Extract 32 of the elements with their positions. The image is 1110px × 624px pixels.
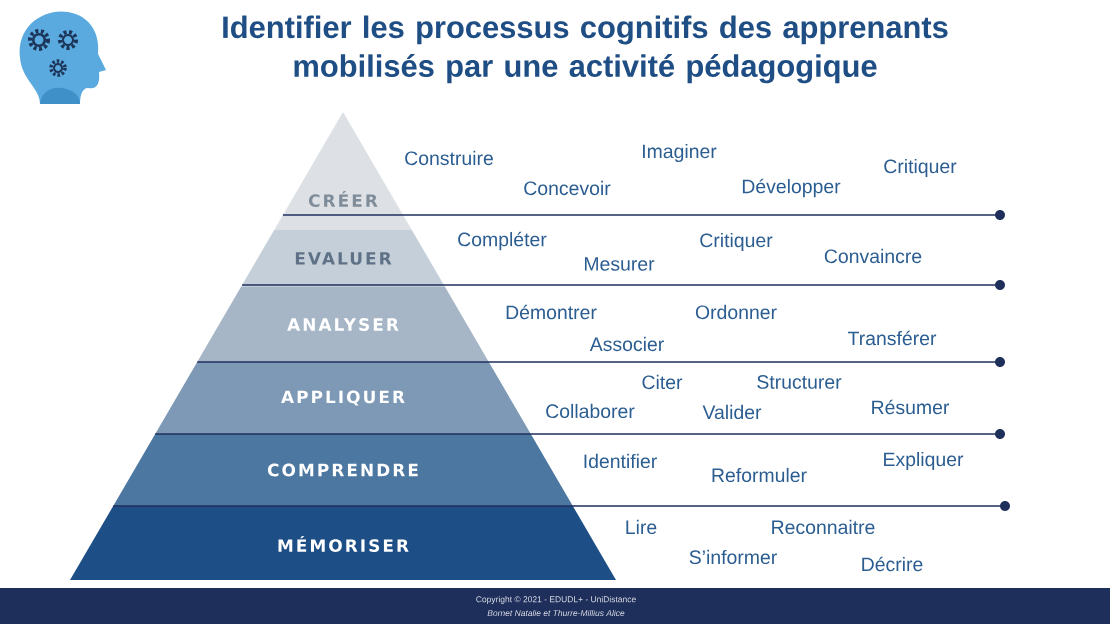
pyramid-level: APPLIQUER <box>155 362 531 434</box>
verb-label: S’informer <box>689 549 777 565</box>
author-text: Bornet Natalie et Thurre-Millius Alice <box>487 609 625 617</box>
verb-label: Reformuler <box>712 467 807 483</box>
verb-label: Concevoir <box>524 180 611 196</box>
verb-label: Transférer <box>848 330 937 346</box>
verb-label: Structurer <box>757 375 842 389</box>
verb-label: Résumer <box>872 399 950 415</box>
verb-label: Reconnaitre <box>772 519 875 535</box>
pyramid-level: MÉMORISER <box>70 506 616 580</box>
verb-label: Décrire <box>862 556 923 572</box>
verb-label: Lire <box>626 519 657 535</box>
verb-label: Expliquer <box>884 451 964 471</box>
verb-label: Identifier <box>584 453 657 469</box>
verb-label: Développer <box>742 178 841 198</box>
verb-label: Mesurer <box>584 257 655 271</box>
copyright-text: Copyright © 2021 - EDUDL+ - UniDistance <box>476 596 636 604</box>
verb-label: Convaincre <box>824 248 922 264</box>
verb-label: Ordonner <box>695 304 777 320</box>
verb-label: Critiquer <box>884 158 957 178</box>
verb-label: Imaginer <box>643 143 717 163</box>
verb-label: Collaborer <box>546 403 635 419</box>
verb-label: Associer <box>589 336 664 352</box>
verb-label: Valider <box>702 404 762 420</box>
pyramid-level: EVALUER <box>240 230 446 287</box>
pyramid-level: ANALYSER <box>197 287 489 362</box>
verb-label: Citer <box>642 374 683 390</box>
title: Identifier les processus cognitifs des apprenants mobilisés par une activité pédagogique <box>223 15 948 84</box>
verb-label: Démontrer <box>506 304 597 320</box>
verb-label: Compléter <box>458 231 547 251</box>
verb-label: Critiquer <box>700 232 773 252</box>
pyramid-level: COMPRENDRE <box>113 434 573 506</box>
